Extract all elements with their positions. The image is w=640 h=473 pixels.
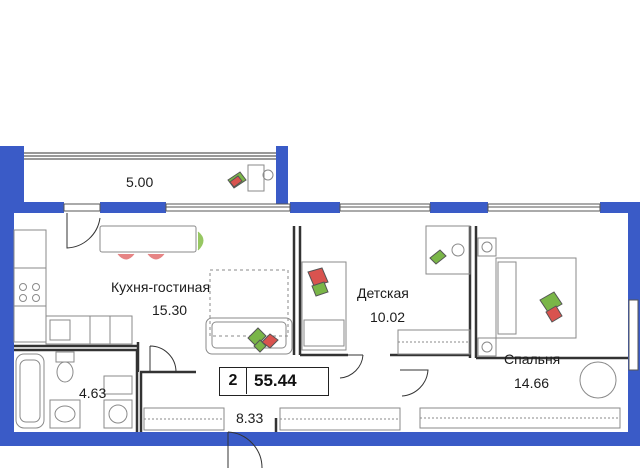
kitchen-living-name: Кухня-гостиная	[111, 279, 211, 295]
hallway-wardrobe	[143, 407, 401, 431]
exterior-walls	[0, 146, 640, 446]
apartment-summary-badge: 2 55.44	[219, 367, 329, 396]
doors	[66, 213, 429, 469]
balcony-area: 5.00	[126, 174, 154, 190]
kitchen-furniture	[13, 225, 293, 355]
interior-walls	[14, 226, 628, 432]
kids-room-area: 10.02	[370, 309, 406, 325]
bedroom-name: Спальня	[504, 351, 561, 367]
kitchen-living-area: 15.30	[152, 302, 188, 318]
bathroom-area: 4.63	[79, 385, 107, 401]
kids-room-name: Детская	[357, 285, 409, 301]
windows	[63, 203, 639, 371]
rooms-count: 2	[220, 368, 247, 394]
total-area: 55.44	[254, 371, 297, 390]
hallway-area: 8.33	[236, 410, 264, 426]
bedroom-furniture	[419, 237, 621, 429]
balcony	[24, 152, 276, 192]
bathroom-fixtures	[15, 351, 133, 429]
kids-furniture	[301, 225, 471, 355]
bedroom-area: 14.66	[514, 375, 550, 391]
